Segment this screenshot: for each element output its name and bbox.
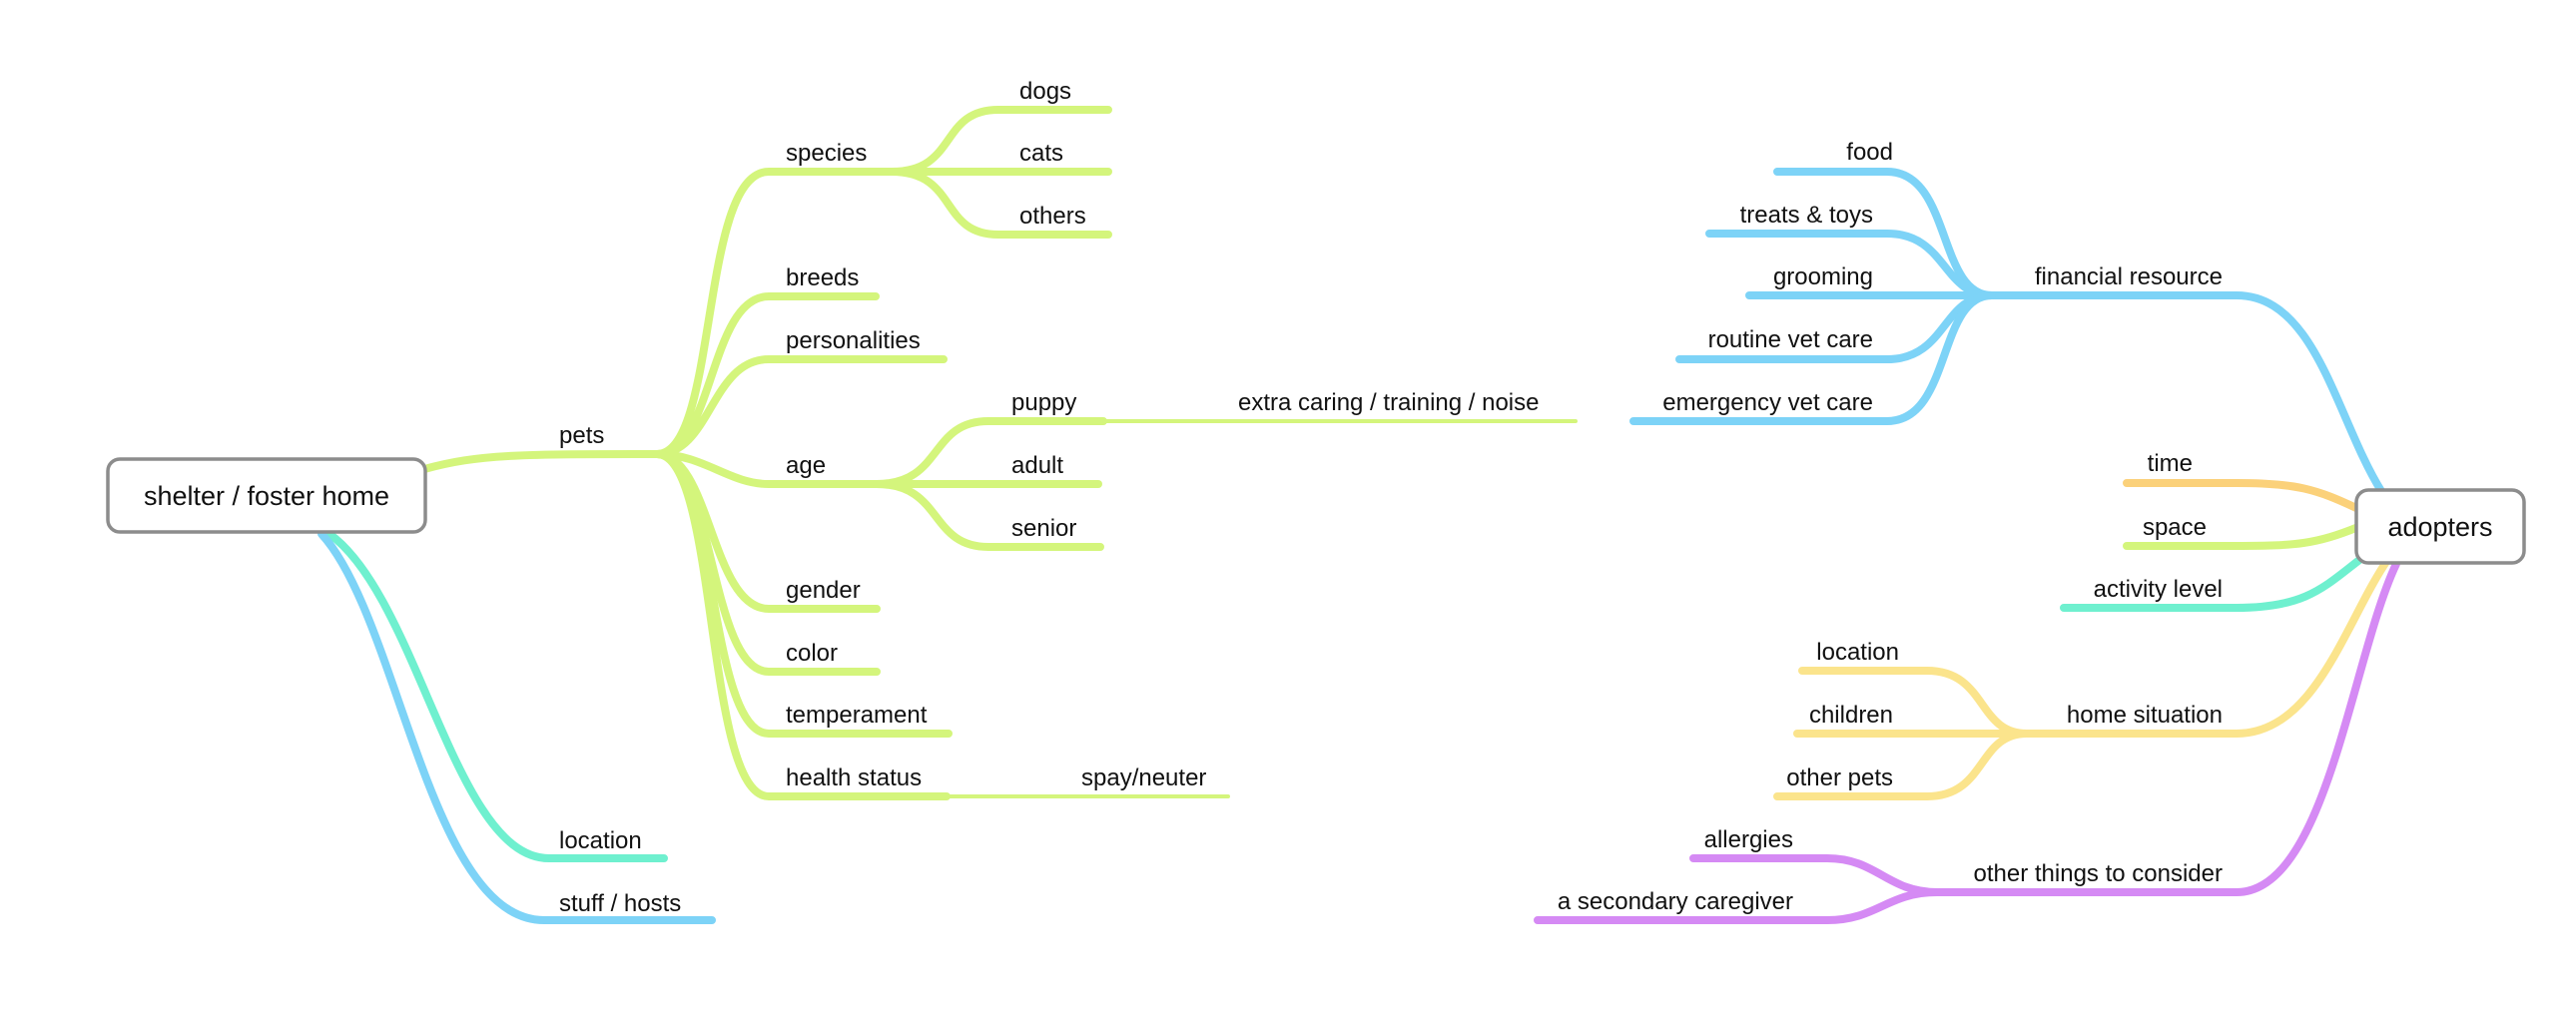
link-adopters-other — [1928, 560, 2400, 896]
link-species-others — [888, 168, 1112, 239]
node-children[interactable]: children — [1809, 702, 1893, 729]
node-routine-vet-care[interactable]: routine vet care — [1708, 326, 1873, 353]
node-stuff-hosts[interactable]: stuff / hosts — [559, 890, 681, 917]
node-location-left[interactable]: location — [559, 827, 642, 854]
node-secondary-caregiver[interactable]: a secondary caregiver — [1558, 888, 1793, 915]
link-age-puppy — [873, 417, 1107, 488]
node-species[interactable]: species — [786, 140, 867, 167]
link-adopters-space — [2123, 523, 2362, 550]
link-adopters-activity — [2060, 547, 2375, 612]
node-senior[interactable]: senior — [1011, 515, 1076, 542]
link-adopters-home — [2018, 555, 2392, 738]
link-pets-species — [653, 168, 898, 458]
node-cats[interactable]: cats — [1019, 140, 1063, 167]
node-dogs[interactable]: dogs — [1019, 78, 1071, 105]
node-home-situation[interactable]: home situation — [2067, 702, 2223, 729]
link-other-allergies — [1689, 854, 1941, 896]
node-puppy-note[interactable]: extra caring / training / noise — [1238, 389, 1540, 416]
node-allergies[interactable]: allergies — [1704, 826, 1793, 853]
node-other-pets[interactable]: other pets — [1786, 764, 1893, 791]
link-financial-emergency — [1629, 291, 1996, 425]
node-gender[interactable]: gender — [786, 577, 861, 604]
root-box-adopters — [2354, 488, 2526, 565]
link-root-location — [325, 530, 668, 862]
node-food[interactable]: food — [1846, 139, 1893, 166]
node-health-status[interactable]: health status — [786, 764, 922, 791]
node-puppy[interactable]: puppy — [1011, 389, 1076, 416]
node-others[interactable]: others — [1019, 203, 1086, 230]
node-activity-level[interactable]: activity level — [2094, 576, 2223, 603]
link-species-dogs — [888, 106, 1112, 176]
node-color[interactable]: color — [786, 640, 838, 667]
link-pets-health — [653, 450, 951, 800]
node-emergency-vet-care[interactable]: emergency vet care — [1662, 389, 1873, 416]
root-box-shelter — [106, 457, 427, 534]
node-age[interactable]: age — [786, 452, 826, 479]
node-temperament[interactable]: temperament — [786, 702, 928, 729]
link-pets-personalities — [653, 355, 948, 458]
node-adult[interactable]: adult — [1011, 452, 1063, 479]
root-node-shelter[interactable]: shelter / foster home — [106, 457, 427, 534]
node-space[interactable]: space — [2143, 514, 2207, 541]
node-location-right[interactable]: location — [1816, 639, 1899, 666]
root-node-adopters[interactable]: adopters — [2354, 488, 2526, 565]
link-root-pets — [420, 450, 663, 473]
link-pets-breeds — [653, 292, 880, 458]
node-time[interactable]: time — [2148, 450, 2193, 477]
link-root-stuff — [318, 530, 716, 924]
link-age-senior — [873, 480, 1104, 551]
link-home-otherpets — [1773, 730, 2031, 800]
right-labels: financial resource food treats & toys gr… — [1558, 139, 2223, 915]
left-labels: pets species dogs cats others breeds per… — [559, 78, 1540, 917]
node-financial-resource[interactable]: financial resource — [2035, 263, 2223, 290]
node-other-things[interactable]: other things to consider — [1974, 860, 2223, 887]
left-connectors — [318, 106, 1578, 924]
node-grooming[interactable]: grooming — [1773, 263, 1873, 290]
link-adopters-time — [2123, 479, 2362, 513]
node-pets[interactable]: pets — [559, 422, 604, 449]
right-connectors — [1534, 168, 2400, 924]
node-breeds[interactable]: breeds — [786, 264, 859, 291]
root-label-adopters: adopters — [2387, 512, 2492, 542]
link-other-caregiver — [1534, 888, 1941, 924]
node-treats-toys[interactable]: treats & toys — [1740, 202, 1873, 229]
root-label-shelter: shelter / foster home — [144, 481, 389, 511]
node-personalities[interactable]: personalities — [786, 327, 921, 354]
link-adopters-financial — [1983, 291, 2385, 495]
node-spay-neuter[interactable]: spay/neuter — [1081, 764, 1206, 791]
